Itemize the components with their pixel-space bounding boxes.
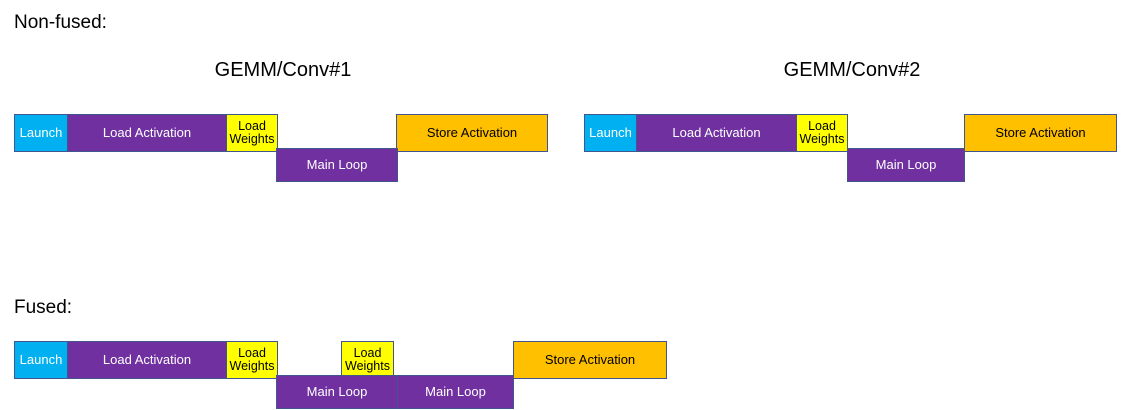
bar-fused-load-weights-1[interactable]: Load Weights — [226, 341, 278, 379]
bar-gemm1-launch[interactable]: Launch — [14, 114, 68, 152]
bar-fused-store-activation[interactable]: Store Activation — [513, 341, 667, 379]
section-label-fused: Fused: — [14, 297, 73, 318]
bar-gemm2-main-loop[interactable]: Main Loop — [847, 148, 965, 182]
bar-fused-load-weights-2[interactable]: Load Weights — [341, 341, 394, 379]
section-label-non-fused: Non-fused: — [14, 12, 107, 33]
bar-gemm1-load-activation[interactable]: Load Activation — [67, 114, 227, 152]
bar-gemm1-main-loop[interactable]: Main Loop — [276, 148, 398, 182]
bar-fused-load-activation[interactable]: Load Activation — [67, 341, 227, 379]
bar-gemm1-load-weights[interactable]: Load Weights — [226, 114, 278, 152]
bar-gemm1-store-activation[interactable]: Store Activation — [396, 114, 548, 152]
bar-gemm2-launch[interactable]: Launch — [584, 114, 637, 152]
bar-fused-launch[interactable]: Launch — [14, 341, 68, 379]
bar-gemm2-load-activation[interactable]: Load Activation — [636, 114, 797, 152]
group-title-gemm-conv-1: GEMM/Conv#1 — [214, 59, 352, 81]
group-title-gemm-conv-2: GEMM/Conv#2 — [783, 59, 921, 81]
bar-fused-main-loop-1[interactable]: Main Loop — [276, 375, 398, 409]
bar-fused-main-loop-2[interactable]: Main Loop — [397, 375, 514, 409]
bar-gemm2-store-activation[interactable]: Store Activation — [964, 114, 1117, 152]
bar-gemm2-load-weights[interactable]: Load Weights — [796, 114, 848, 152]
